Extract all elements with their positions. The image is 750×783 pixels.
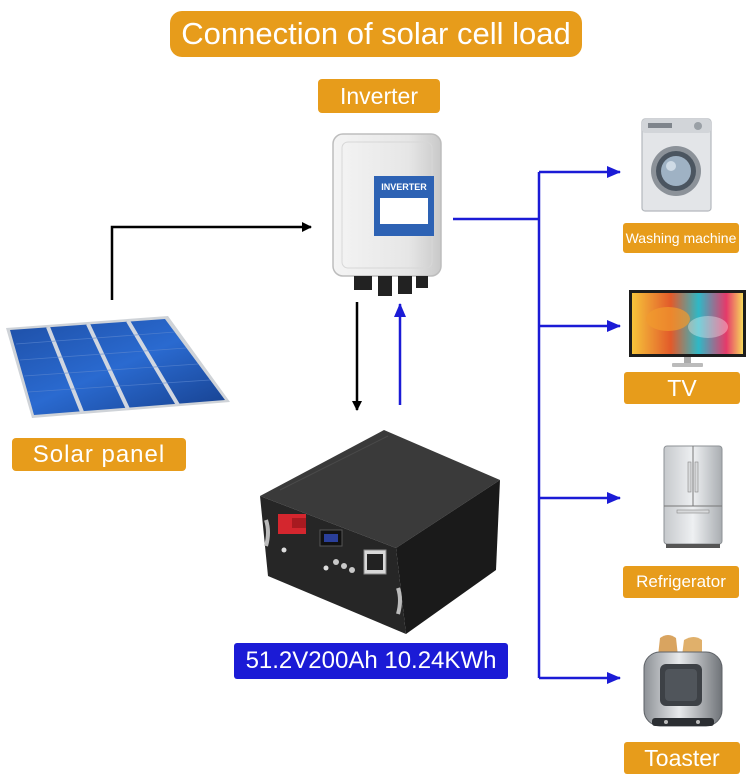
toaster-icon (643, 635, 723, 727)
solar-panel-icon (6, 316, 230, 418)
washing-machine-icon (641, 118, 712, 212)
diagram-title: Connection of solar cell load (170, 11, 582, 57)
toaster-label: Toaster (624, 742, 740, 774)
inverter-label: Inverter (318, 79, 440, 113)
inverter-icon: INVERTER (332, 133, 442, 296)
refrigerator-label: Refrigerator (623, 566, 739, 598)
refrigerator-icon (663, 445, 723, 548)
battery-label: 51.2V200Ah 10.24KWh (234, 643, 508, 679)
inverter-screen-text: INVERTER (381, 182, 427, 192)
battery-icon (260, 430, 500, 634)
washing-machine-label: Washing machine (623, 223, 739, 253)
tv-label: TV (624, 372, 740, 404)
solar-to-inverter-arrow (110, 222, 312, 300)
solar-panel-label: Solar panel (12, 438, 186, 471)
tv-icon (629, 290, 746, 367)
